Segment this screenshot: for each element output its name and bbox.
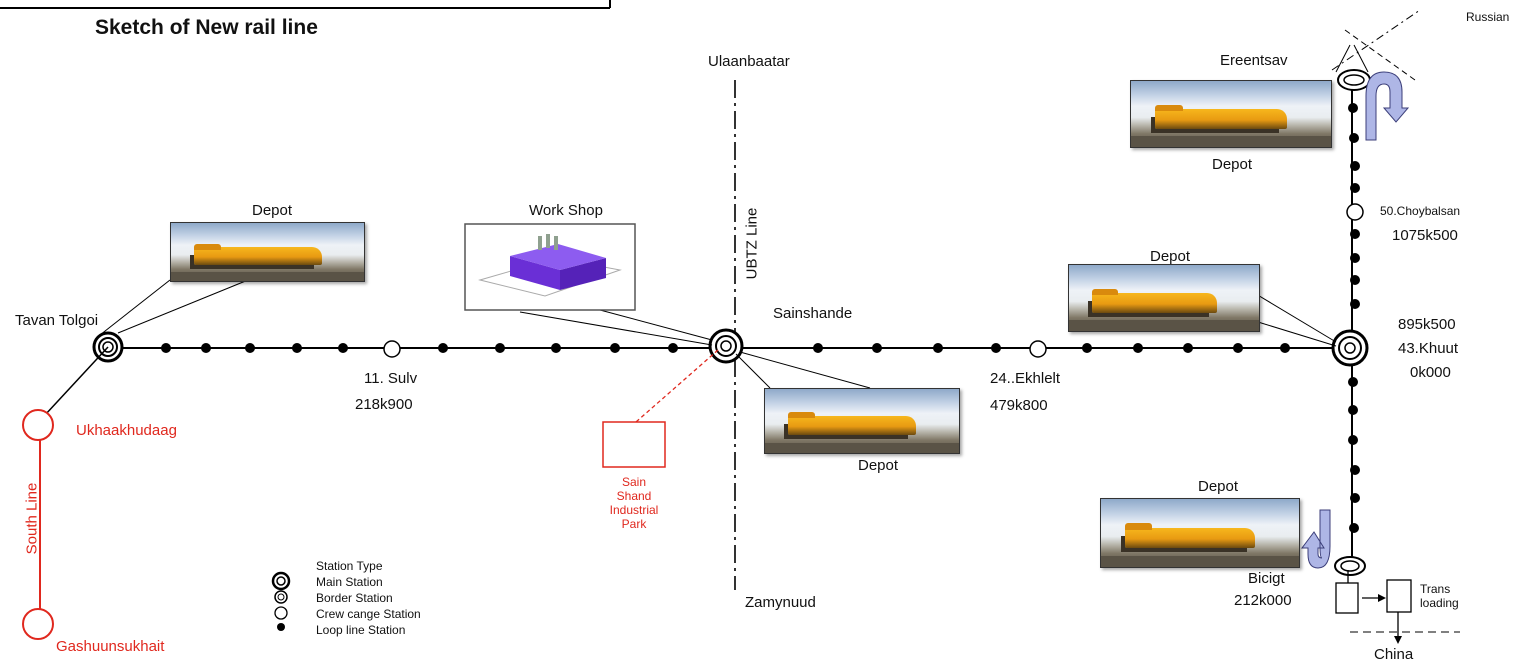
industrial-park-line-2: Shand [616, 489, 652, 503]
label-gashuunsukhait: Gashuunsukhait [56, 638, 165, 655]
label-choybalsan: 50.Choybalsan [1380, 204, 1461, 218]
crew-station-sulv [383, 340, 401, 358]
main-station-khuut [1331, 329, 1369, 367]
legend-item-crew: Crew cange Station [316, 607, 421, 621]
trans-loading-line-1: Trans [1420, 582, 1451, 596]
label-depot-bicigt: Depot [1197, 478, 1239, 495]
label-depot-tavan-tolgoi: Depot [251, 202, 293, 219]
label-sulv: 11. Sulv [364, 370, 418, 387]
ubtz-line-label: UBTZ Line [743, 207, 761, 280]
legend-item-border: Border Station [316, 591, 393, 605]
label-ekhlelt: 24..Ekhlelt [990, 370, 1061, 387]
border-russia-1 [1331, 9, 1421, 71]
callout-depot-1b [117, 279, 249, 334]
label-depot-sainshande: Depot [857, 457, 899, 474]
label-depot-ereentsav: Depot [1211, 156, 1253, 173]
industrial-park-link [635, 349, 719, 423]
depot-photo-khuut [1068, 264, 1260, 332]
legend-item-main: Main Station [316, 575, 383, 589]
label-sainshande: Sainshande [773, 305, 853, 322]
main-station-sainshande [708, 328, 744, 364]
label-tavan-tolgoi: Tavan Tolgoi [15, 312, 99, 329]
depot-photo-sainshande [764, 388, 960, 454]
trans-box-1 [1335, 582, 1359, 614]
diagram-title: Sketch of New rail line [95, 16, 318, 39]
callout-workshop-a [519, 311, 713, 346]
legend-loop-station-icon [277, 623, 285, 631]
label-ekhlelt-km: 479k800 [990, 397, 1048, 414]
industrial-park-line-1: Sain [621, 475, 647, 489]
workshop-building-icon [478, 234, 622, 297]
label-trans-loading: Trans loading [1420, 582, 1459, 610]
depot-photo-ereentsav [1130, 80, 1332, 148]
label-ukhaakhudaag: Ukhaakhudaag [76, 422, 177, 439]
callout-depot-2b [739, 351, 871, 389]
trans-loading-line-2: loading [1420, 596, 1459, 610]
callout-depot-3a [1255, 293, 1337, 343]
station-gashuunsukhait [22, 608, 54, 640]
legend-item-loop: Loop line Station [316, 623, 406, 637]
south-link [44, 346, 109, 416]
label-ereentsav: Ereentsav [1220, 52, 1288, 69]
label-industrial-park: Sain Shand Industrial Park [610, 475, 659, 531]
industrial-park-line-4: Park [621, 517, 647, 531]
label-china: China [1374, 646, 1414, 663]
legend: Station Type Main Station Border Station… [316, 558, 421, 638]
crew-station-choybalsan [1346, 203, 1364, 221]
label-bicigt: Bicigt [1248, 570, 1285, 587]
legend-title: Station Type [316, 559, 383, 573]
label-zamynuud: Zamynuud [745, 594, 816, 611]
label-russian: Russian [1466, 10, 1510, 24]
label-khuut: 43.Khuut [1398, 340, 1459, 357]
label-ulaanbaatar: Ulaanbaatar [708, 53, 790, 70]
label-khuut-zero: 0k000 [1410, 364, 1451, 381]
label-work-shop: Work Shop [529, 202, 603, 219]
label-choybalsan-km: 1075k500 [1392, 227, 1458, 244]
label-depot-khuut: Depot [1149, 248, 1191, 265]
border-russia-3 [1335, 44, 1351, 73]
trans-box-2 [1386, 579, 1412, 613]
label-sulv-km: 218k900 [355, 396, 413, 413]
crew-station-ekhlelt [1029, 340, 1047, 358]
callout-depot-1a [99, 279, 171, 336]
legend-crew-station-icon [274, 606, 288, 620]
station-ukhaakhudaag [22, 409, 54, 441]
border-station-bicigt [1334, 556, 1366, 576]
industrial-park-line-3: Industrial [609, 503, 659, 517]
legend-border-station-icon [274, 590, 288, 604]
callout-workshop-b [599, 309, 713, 341]
depot-photo-tavan-tolgoi [170, 222, 365, 282]
label-khuut-km: 895k500 [1398, 316, 1456, 333]
label-bicigt-km: 212k000 [1234, 592, 1292, 609]
callout-depot-3b [1257, 321, 1337, 347]
depot-photo-bicigt [1100, 498, 1300, 568]
border-arrow-china-icon [1301, 509, 1331, 569]
loop-line-stations [161, 103, 1360, 533]
border-arrow-russia-icon [1365, 71, 1410, 141]
callout-depot-2a [735, 353, 771, 389]
border-russia-2 [1344, 29, 1416, 81]
south-line-label: South Line [23, 482, 41, 555]
border-station-ereentsav [1337, 69, 1371, 91]
industrial-park-box [602, 421, 666, 468]
border-russia-4 [1353, 44, 1369, 73]
legend-main-station-icon [271, 571, 291, 591]
